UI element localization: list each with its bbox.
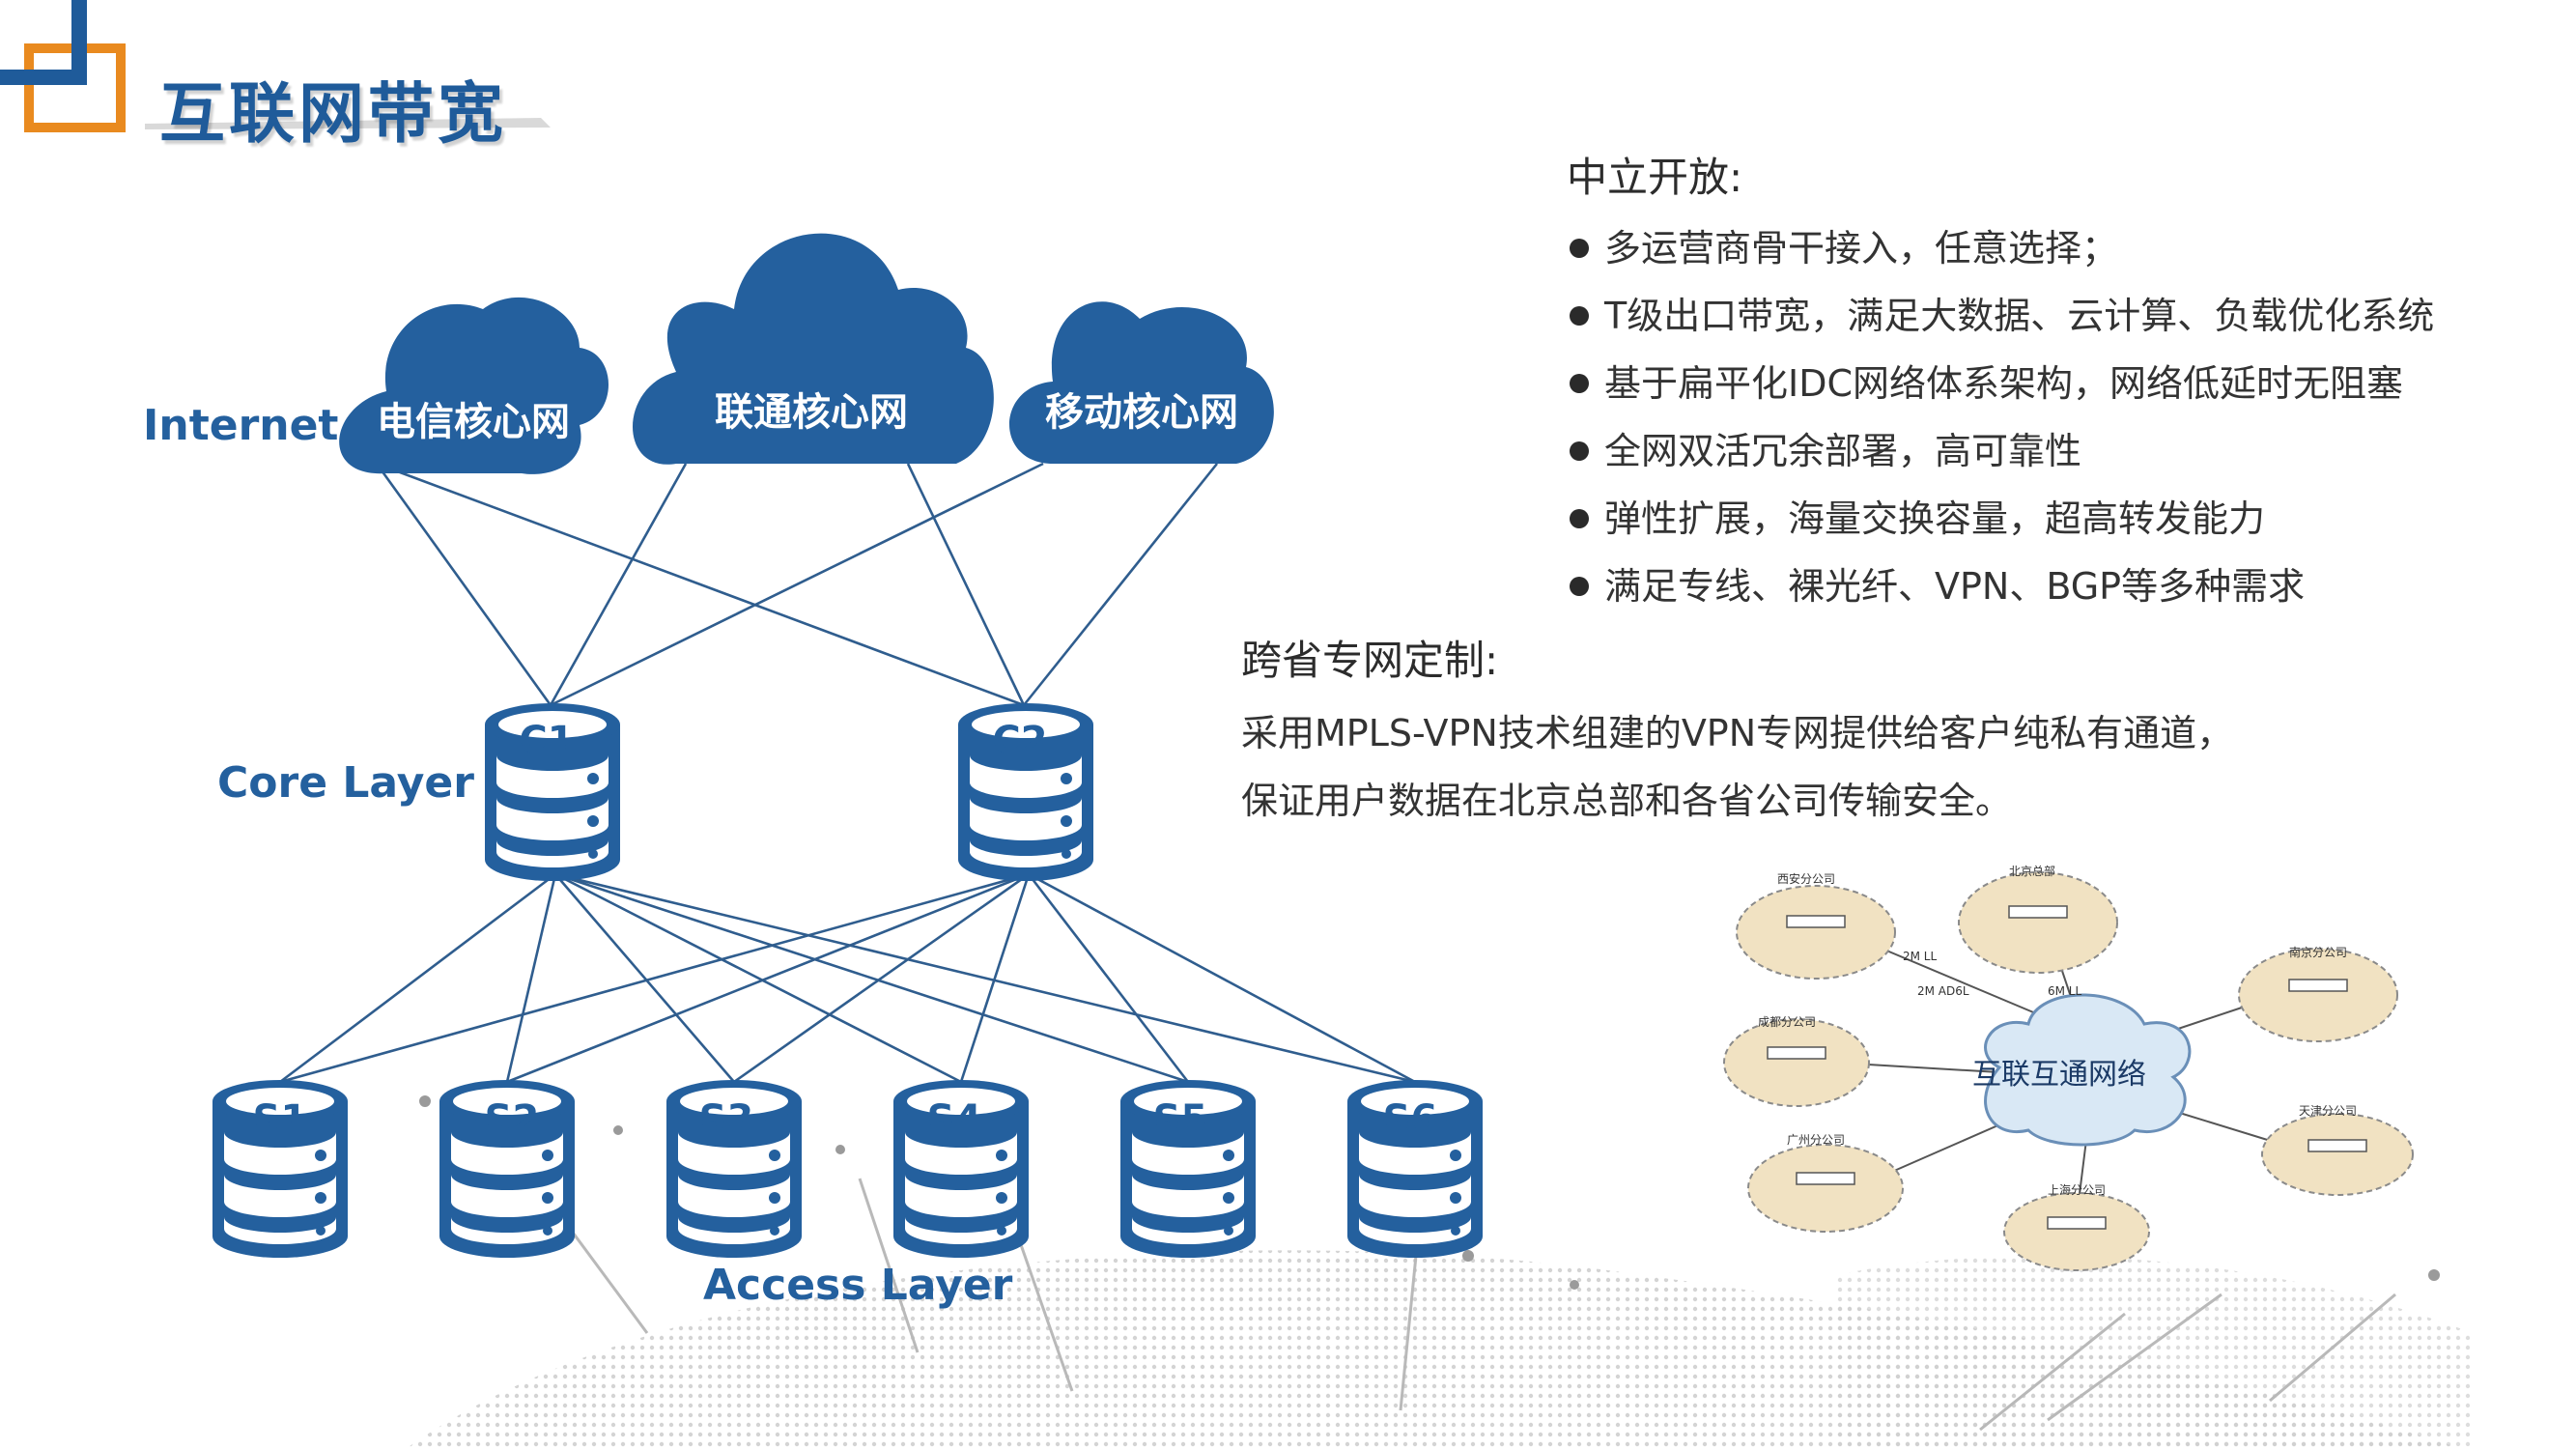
cloud-shape <box>339 297 609 474</box>
vpn-description-line-2: 保证用户数据在北京总部和各省公司传输安全。 <box>1241 780 2013 822</box>
access-node-label: S5 <box>1153 1097 1208 1142</box>
feature-item-text: 弹性扩展，海量交换容量，超高转发能力 <box>1604 497 2266 540</box>
vpn-heading: 跨省专网定制: <box>1241 637 1499 684</box>
link-label: 6M LL <box>2048 984 2081 998</box>
vpn-network-map: 互联互通网络 西安分公司 北京总部 南京分公司 成都分公司 广州分公司 天津分公… <box>1723 864 2414 1271</box>
feature-item: 基于扁平化IDC网络体系架构，网络低延时无阻塞 <box>1570 354 2403 407</box>
features-heading: 中立开放: <box>1567 154 1743 201</box>
site-label: 天津分公司 <box>2299 1104 2357 1118</box>
site-label: 西安分公司 <box>1777 871 1835 886</box>
access-node-label: S6 <box>1383 1097 1438 1142</box>
access-node-label: S3 <box>699 1097 754 1142</box>
access-node-label: S1 <box>253 1097 308 1142</box>
cloud-shape <box>1009 301 1274 464</box>
site-label: 北京总部 <box>2009 864 2055 878</box>
core-node-label: C1 <box>519 719 574 763</box>
bullet-dot-icon <box>1570 576 1589 596</box>
feature-item: 全网双活冗余部署，高可靠性 <box>1570 421 2081 474</box>
link-label: 2M LL <box>1903 950 1937 963</box>
vpn-description-line-1: 采用MPLS-VPN技术组建的VPN专网提供给客户纯私有通道， <box>1241 712 2234 754</box>
feature-item: 满足专线、裸光纤、VPN、BGP等多种需求 <box>1570 556 2305 610</box>
title-logo-mark <box>0 0 126 132</box>
site-label: 南京分公司 <box>2289 945 2347 959</box>
site-label: 成都分公司 <box>1758 1015 1816 1029</box>
center-network-cloud <box>1984 993 2192 1147</box>
page-title: 互联网带宽 <box>159 76 508 153</box>
cloud-label-telecom: 电信核心网 <box>377 400 570 444</box>
bullet-dot-icon <box>1570 508 1589 528</box>
feature-item-text: T级出口带宽，满足大数据、云计算、负载优化系统 <box>1604 295 2435 337</box>
access-layer-label: Access Layer <box>703 1261 1013 1310</box>
diagram-connections <box>279 462 1416 1084</box>
feature-item: T级出口带宽，满足大数据、云计算、负载优化系统 <box>1570 286 2434 339</box>
access-node-label: S2 <box>485 1097 540 1142</box>
network-diagram: 电信核心网 联通核心网 移动核心网 Internet Core Layer Ac… <box>143 233 1483 1310</box>
access-node-label: S4 <box>927 1097 982 1142</box>
cloud-shape <box>633 233 994 465</box>
feature-item: 多运营商骨干接入，任意选择； <box>1570 218 2118 271</box>
site-label: 广州分公司 <box>1787 1133 1845 1147</box>
site-label: 上海分公司 <box>2048 1182 2106 1197</box>
feature-item-text: 全网双活冗余部署，高可靠性 <box>1604 430 2082 472</box>
feature-item-text: 基于扁平化IDC网络体系架构，网络低延时无阻塞 <box>1604 362 2404 405</box>
feature-item-text: 多运营商骨干接入，任意选择； <box>1604 227 2119 270</box>
core-node-label: C2 <box>992 719 1047 763</box>
internet-label: Internet <box>143 401 338 450</box>
cloud-label-unicom: 联通核心网 <box>715 390 908 435</box>
bullet-dot-icon <box>1570 238 1589 258</box>
title-underline <box>145 118 551 129</box>
link-label: 2M AD6L <box>1917 984 1969 998</box>
feature-item-text: 满足专线、裸光纤、VPN、BGP等多种需求 <box>1604 565 2306 608</box>
cloud-label-mobile: 移动核心网 <box>1045 390 1238 435</box>
core-layer-label: Core Layer <box>217 758 474 808</box>
bullet-dot-icon <box>1570 373 1589 393</box>
bullet-dot-icon <box>1570 440 1589 461</box>
bullet-dot-icon <box>1570 305 1589 326</box>
center-network-label: 互联互通网络 <box>1972 1058 2146 1092</box>
feature-item: 弹性扩展，海量交换容量，超高转发能力 <box>1570 489 2265 542</box>
